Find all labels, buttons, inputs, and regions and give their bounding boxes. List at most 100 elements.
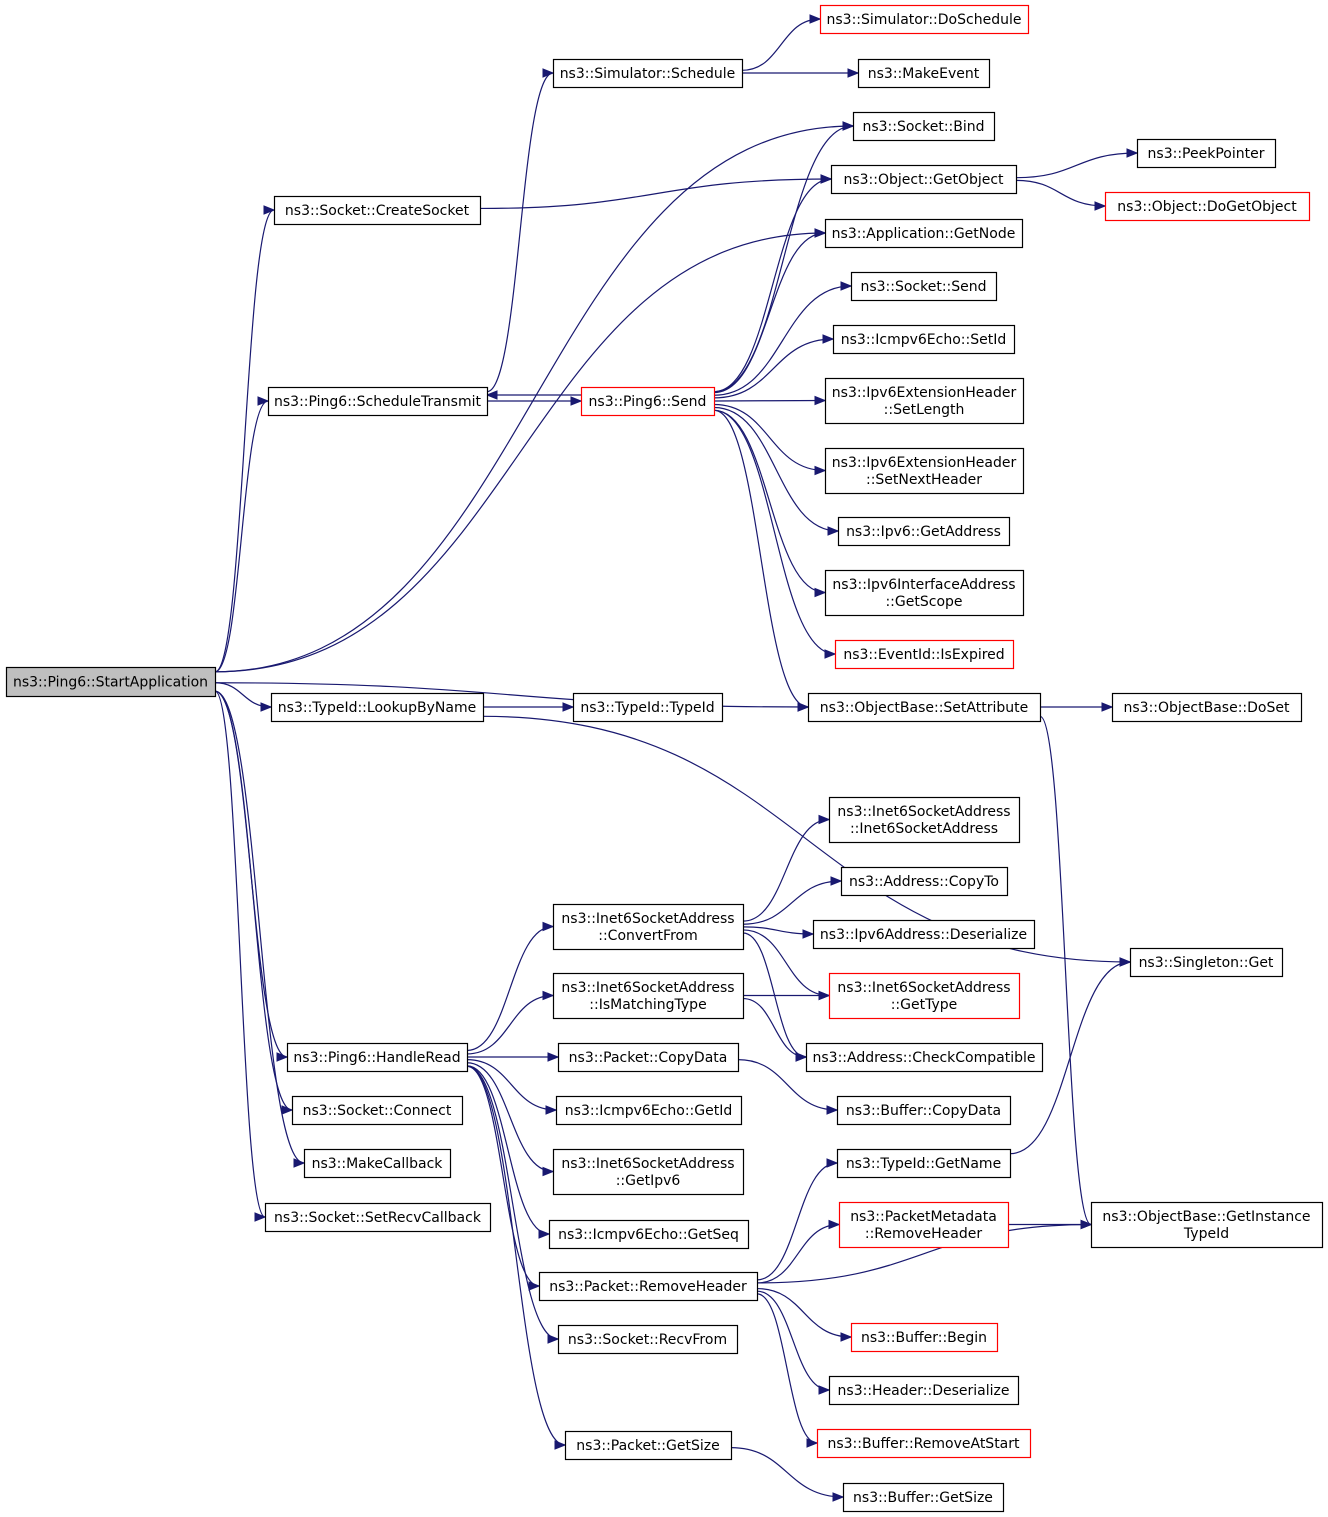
node-ipv6getaddress[interactable]: ns3::Ipv6::GetAddress	[837, 516, 1011, 547]
node-label: ns3::Packet::CopyData	[569, 1050, 728, 1066]
node-schedule[interactable]: ns3::Simulator::Schedule	[552, 58, 744, 89]
edge-line	[756, 1293, 818, 1444]
edge-ping6send-to-socketsend	[713, 281, 853, 396]
node-socketsend[interactable]: ns3::Socket::Send	[850, 271, 998, 302]
node-dogetobject[interactable]: ns3::Object::DoGetObject	[1104, 191, 1311, 222]
node-ping6send[interactable]: ns3::Ping6::Send	[580, 386, 716, 417]
edge-handleread-to-getid	[466, 1059, 558, 1115]
node-box	[273, 195, 482, 226]
node-setattribute[interactable]: ns3::ObjectBase::SetAttribute	[807, 692, 1042, 723]
edge-line	[466, 1065, 550, 1235]
node-connect[interactable]: ns3::Socket::Connect	[291, 1095, 464, 1126]
node-typeidctor[interactable]: ns3::TypeId::TypeId	[572, 692, 724, 723]
node-bufferbegin[interactable]: ns3::Buffer::Begin	[850, 1322, 999, 1353]
edge-line	[742, 929, 830, 997]
node-metaremoveheader[interactable]: ns3::PacketMetadata::RemoveHeader	[838, 1201, 1010, 1249]
edge-line	[730, 1447, 844, 1498]
edge-line	[214, 209, 275, 673]
edge-line	[742, 880, 842, 925]
node-getobject[interactable]: ns3::Object::GetObject	[830, 164, 1018, 195]
node-setlength[interactable]: ns3::Ipv6ExtensionHeader::SetLength	[824, 377, 1025, 425]
node-label: ::Inet6SocketAddress	[850, 821, 998, 837]
edge-convertfrom-to-inet6ctor	[742, 814, 831, 922]
edge-line	[1039, 715, 1092, 1226]
node-singletonget[interactable]: ns3::Singleton::Get	[1129, 947, 1284, 978]
node-deserialize6[interactable]: ns3::Ipv6Address::Deserialize	[812, 919, 1036, 950]
node-getscope[interactable]: ns3::Ipv6InterfaceAddress::GetScope	[824, 569, 1025, 617]
edge-line	[713, 232, 826, 394]
edge-arrowhead	[827, 526, 840, 536]
node-label: ns3::Inet6SocketAddress	[561, 980, 734, 996]
node-start[interactable]: ns3::Ping6::StartApplication	[5, 666, 217, 698]
edge-arrowhead	[1119, 957, 1132, 967]
node-setnextheader[interactable]: ns3::Ipv6ExtensionHeader::SetNextHeader	[824, 447, 1025, 495]
node-gettype[interactable]: ns3::Inet6SocketAddress::GetType	[828, 972, 1021, 1020]
edge-removeheader-to-bufferbegin	[756, 1287, 853, 1342]
node-doschedule[interactable]: ns3::Simulator::DoSchedule	[819, 4, 1030, 35]
node-box	[836, 1148, 1012, 1179]
node-makeevent[interactable]: ns3::MakeEvent	[857, 58, 991, 89]
node-makecallback[interactable]: ns3::MakeCallback	[303, 1148, 452, 1179]
edge-line	[713, 406, 839, 532]
node-packetgetsize[interactable]: ns3::Packet::GetSize	[564, 1430, 733, 1461]
node-createsocket[interactable]: ns3::Socket::CreateSocket	[273, 195, 482, 226]
edge-removeheader-to-typeidgetname	[756, 1158, 839, 1281]
node-buffercopydata[interactable]: ns3::Buffer::CopyData	[836, 1095, 1012, 1126]
node-buffergetsize[interactable]: ns3::Buffer::GetSize	[842, 1482, 1005, 1513]
edge-line	[713, 338, 834, 399]
node-label: ns3::Ipv6ExtensionHeader	[832, 455, 1017, 471]
node-box	[805, 1042, 1044, 1073]
node-ismatchingtype[interactable]: ns3::Inet6SocketAddress::IsMatchingType	[552, 972, 745, 1020]
node-box	[838, 1201, 1010, 1249]
node-setrecvcallback[interactable]: ns3::Socket::SetRecvCallback	[264, 1202, 492, 1233]
edge-arrowhead	[830, 876, 843, 886]
edge-arrowhead	[832, 1492, 845, 1502]
edge-handleread-to-getseq	[466, 1065, 551, 1239]
edge-arrowhead	[542, 68, 555, 78]
node-headerdeserialize[interactable]: ns3::Header::Deserialize	[828, 1375, 1020, 1406]
node-copydata[interactable]: ns3::Packet::CopyData	[557, 1042, 740, 1073]
node-box	[836, 1095, 1012, 1126]
edge-arrowhead	[542, 990, 555, 1001]
node-setid[interactable]: ns3::Icmpv6Echo::SetId	[832, 324, 1016, 355]
edge-arrowhead	[814, 587, 827, 598]
node-box	[834, 639, 1015, 670]
node-doset[interactable]: ns3::ObjectBase::DoSet	[1111, 692, 1303, 723]
node-peekpointer[interactable]: ns3::PeekPointer	[1136, 138, 1277, 169]
node-getipv6[interactable]: ns3::Inet6SocketAddress::GetIpv6	[552, 1148, 745, 1196]
node-box	[572, 692, 724, 723]
node-lookupbyname[interactable]: ns3::TypeId::LookupByName	[270, 692, 485, 723]
edge-arrowhead	[547, 1052, 560, 1062]
node-handleread[interactable]: ns3::Ping6::HandleRead	[286, 1042, 469, 1073]
node-box	[270, 692, 485, 723]
node-box	[580, 386, 716, 417]
node-label: ns3::Simulator::Schedule	[560, 66, 736, 82]
node-getnode[interactable]: ns3::Application::GetNode	[824, 218, 1024, 249]
node-checkcompatible[interactable]: ns3::Address::CheckCompatible	[805, 1042, 1044, 1073]
node-box	[807, 692, 1042, 723]
node-box	[548, 1219, 750, 1250]
node-inet6ctor[interactable]: ns3::Inet6SocketAddress::Inet6SocketAddr…	[828, 796, 1021, 844]
node-getid[interactable]: ns3::Icmpv6Echo::GetId	[555, 1095, 743, 1126]
edge-arrowhead	[547, 1334, 560, 1344]
node-copyto[interactable]: ns3::Address::CopyTo	[840, 866, 1009, 897]
node-removeheader[interactable]: ns3::Packet::RemoveHeader	[538, 1271, 759, 1302]
node-box	[812, 919, 1036, 950]
node-removeatstart[interactable]: ns3::Buffer::RemoveAtStart	[816, 1428, 1032, 1459]
node-label: ns3::Inet6SocketAddress	[561, 911, 734, 927]
node-scheduletransmit[interactable]: ns3::Ping6::ScheduleTransmit	[267, 386, 489, 417]
node-box	[1111, 692, 1303, 723]
node-isexpired[interactable]: ns3::EventId::IsExpired	[834, 639, 1015, 670]
node-getseq[interactable]: ns3::Icmpv6Echo::GetSeq	[548, 1219, 750, 1250]
edge-arrowhead	[828, 1219, 841, 1230]
node-bind[interactable]: ns3::Socket::Bind	[852, 111, 996, 142]
node-typeidgetname[interactable]: ns3::TypeId::GetName	[836, 1148, 1012, 1179]
node-recvfrom[interactable]: ns3::Socket::RecvFrom	[557, 1324, 739, 1355]
edge-line	[214, 125, 854, 673]
node-label: ns3::Inet6SocketAddress	[837, 804, 1010, 820]
node-box	[267, 386, 489, 417]
edge-ping6send-to-setlength	[713, 395, 827, 406]
edge-line	[486, 72, 554, 393]
node-convertfrom[interactable]: ns3::Inet6SocketAddress::ConvertFrom	[552, 903, 745, 951]
